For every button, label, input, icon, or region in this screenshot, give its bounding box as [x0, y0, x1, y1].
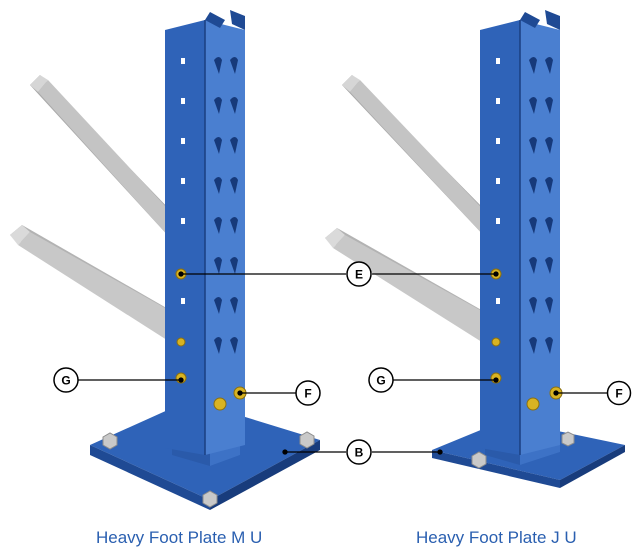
callout-f-left: F — [295, 380, 321, 406]
caption-left: Heavy Foot Plate M U — [96, 528, 263, 547]
callout-b: B — [346, 439, 372, 465]
leader-lines — [78, 271, 608, 455]
left-lower-beam — [10, 225, 172, 342]
callout-b-label: B — [355, 446, 364, 460]
right-upright — [480, 10, 560, 455]
left-plate-bolt — [299, 431, 315, 449]
left-plate-bolt — [102, 432, 118, 450]
left-upright-holes — [181, 58, 185, 304]
callout-g-left-label: G — [61, 374, 70, 388]
callout-f-right: F — [606, 380, 632, 406]
left-bolt-f — [213, 386, 247, 411]
right-lower-beam — [325, 228, 487, 344]
callout-g-left: G — [53, 367, 79, 393]
left-upright — [165, 10, 245, 455]
caption-right: Heavy Foot Plate J U — [416, 528, 577, 547]
left-assembly — [10, 10, 320, 510]
left-upper-beam — [30, 75, 180, 240]
callout-f-right-label: F — [615, 387, 622, 401]
right-plate-bolt — [561, 431, 575, 447]
callout-g-right: G — [368, 367, 394, 393]
left-plate-bolt — [202, 490, 218, 508]
right-upright-holes — [496, 58, 500, 304]
callout-g-right-label: G — [376, 374, 385, 388]
left-upright-slots — [214, 57, 238, 354]
callout-e-label: E — [355, 268, 363, 282]
callout-e: E — [346, 261, 372, 287]
right-plate-bolt — [471, 451, 487, 469]
right-upright-slots — [529, 57, 553, 354]
right-upper-beam — [342, 75, 495, 240]
callout-f-left-label: F — [304, 387, 311, 401]
right-assembly — [325, 10, 625, 488]
